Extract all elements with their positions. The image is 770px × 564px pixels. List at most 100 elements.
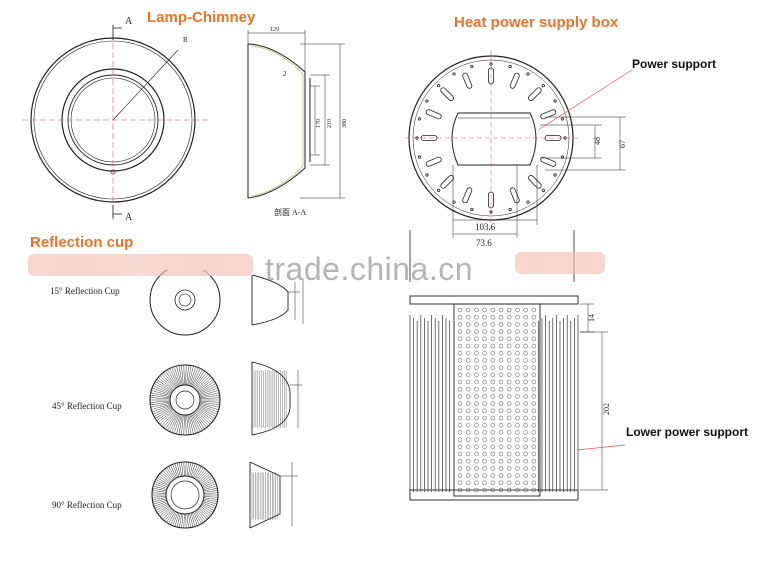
section-caption: 剖面 A-A [274,207,306,217]
facet-line [163,411,176,428]
perforation-hole [482,372,487,378]
facet-line [158,409,174,423]
facet-line [198,471,209,482]
facet-line [155,503,169,511]
facet-line [153,406,172,417]
perforation-hole [474,343,479,349]
bolt-hole [526,72,530,76]
facet-line [156,379,173,392]
perforation-hole [482,329,487,334]
perforation-hole [531,329,537,334]
perforation-hole [474,314,479,320]
facet-line [194,466,202,479]
bolt-hole [417,117,422,121]
perforation-hole [465,473,471,478]
bolt-hole [470,207,474,212]
perforation-hole [465,307,471,313]
facet-line [173,414,181,434]
facet-line [152,490,167,493]
perforation-hole [523,415,528,421]
chimney-side-section [247,43,311,199]
facet-line [176,462,181,477]
facet-line [202,502,216,509]
perforation-hole [506,430,512,435]
perforation-hole [531,401,537,406]
perforation-hole [465,365,471,370]
perforation-hole [474,451,479,457]
perforation-hole [506,480,512,486]
bolt-hole [452,72,456,76]
facet-line [159,473,171,483]
perforation-hole [482,480,487,486]
perforation-hole [515,386,520,392]
perforation-hole [515,487,520,493]
perforation-hole [523,372,528,378]
bolt-hole [425,99,429,103]
bolt-hole [560,117,565,121]
facet-line [167,412,178,431]
facet-line [186,365,189,386]
bolt-hole [553,99,557,103]
facet-line [203,490,218,493]
cup-90-facets [152,462,218,528]
perforation-hole [523,358,528,363]
perforation-hole [457,430,463,435]
perforation-hole [515,444,520,450]
slot [540,109,557,120]
perforation-hole [531,422,537,428]
bolt-hole [560,155,565,159]
perforation-hole [474,379,479,385]
perforation-hole [531,365,537,370]
perforation-hole [457,336,463,342]
perforation-hole [465,350,471,356]
facet-line [166,510,175,523]
perforation-hole [474,336,479,342]
perforation-hole [498,307,504,313]
perforation-hole [506,329,512,334]
cup-90-side-hatch [251,472,278,520]
perforation-hole [523,422,528,428]
perforation-hole [490,350,496,356]
facet-line [172,512,179,526]
perforation-hole [515,307,520,313]
perforation-hole [498,314,504,320]
facet-line [163,372,176,389]
facet-line [199,507,211,517]
perforation-hole [457,401,463,406]
perforation-hole [474,480,479,486]
perforation-hole [515,329,520,334]
perforation-hole [465,466,471,471]
perforation-hole [465,480,471,486]
perforation-hole [506,386,512,392]
facet-line [181,414,184,435]
facet-line [200,475,212,485]
perforation-hole [498,365,504,370]
perforation-hole [474,458,479,464]
perforation-hole [531,444,537,450]
slot [488,191,494,209]
perforation-hole [506,408,512,414]
perforation-hole [523,466,528,471]
lower-power-support-label: Lower power support [626,425,749,439]
perforation-hole [490,415,496,421]
perforation-hole [531,466,537,471]
perforation-hole [531,322,537,327]
perforation-hole [523,408,528,414]
slot [440,87,454,101]
chimney-dimensions [247,30,345,199]
facet-line [193,511,200,525]
perforation-hole [498,430,504,435]
facet-line [194,411,207,428]
facet-line [159,375,175,390]
facet-line [153,483,168,489]
perforation-hole [457,372,463,378]
perforation-hole [515,343,520,349]
bolt-hole [425,173,429,177]
perforation-hole [482,358,487,363]
perforation-hole [531,487,537,493]
perforation-hole [465,394,471,399]
perforation-hole [465,408,471,414]
perforation-hole [515,430,520,435]
perforation-hole [515,358,520,363]
facet-line [155,407,173,419]
